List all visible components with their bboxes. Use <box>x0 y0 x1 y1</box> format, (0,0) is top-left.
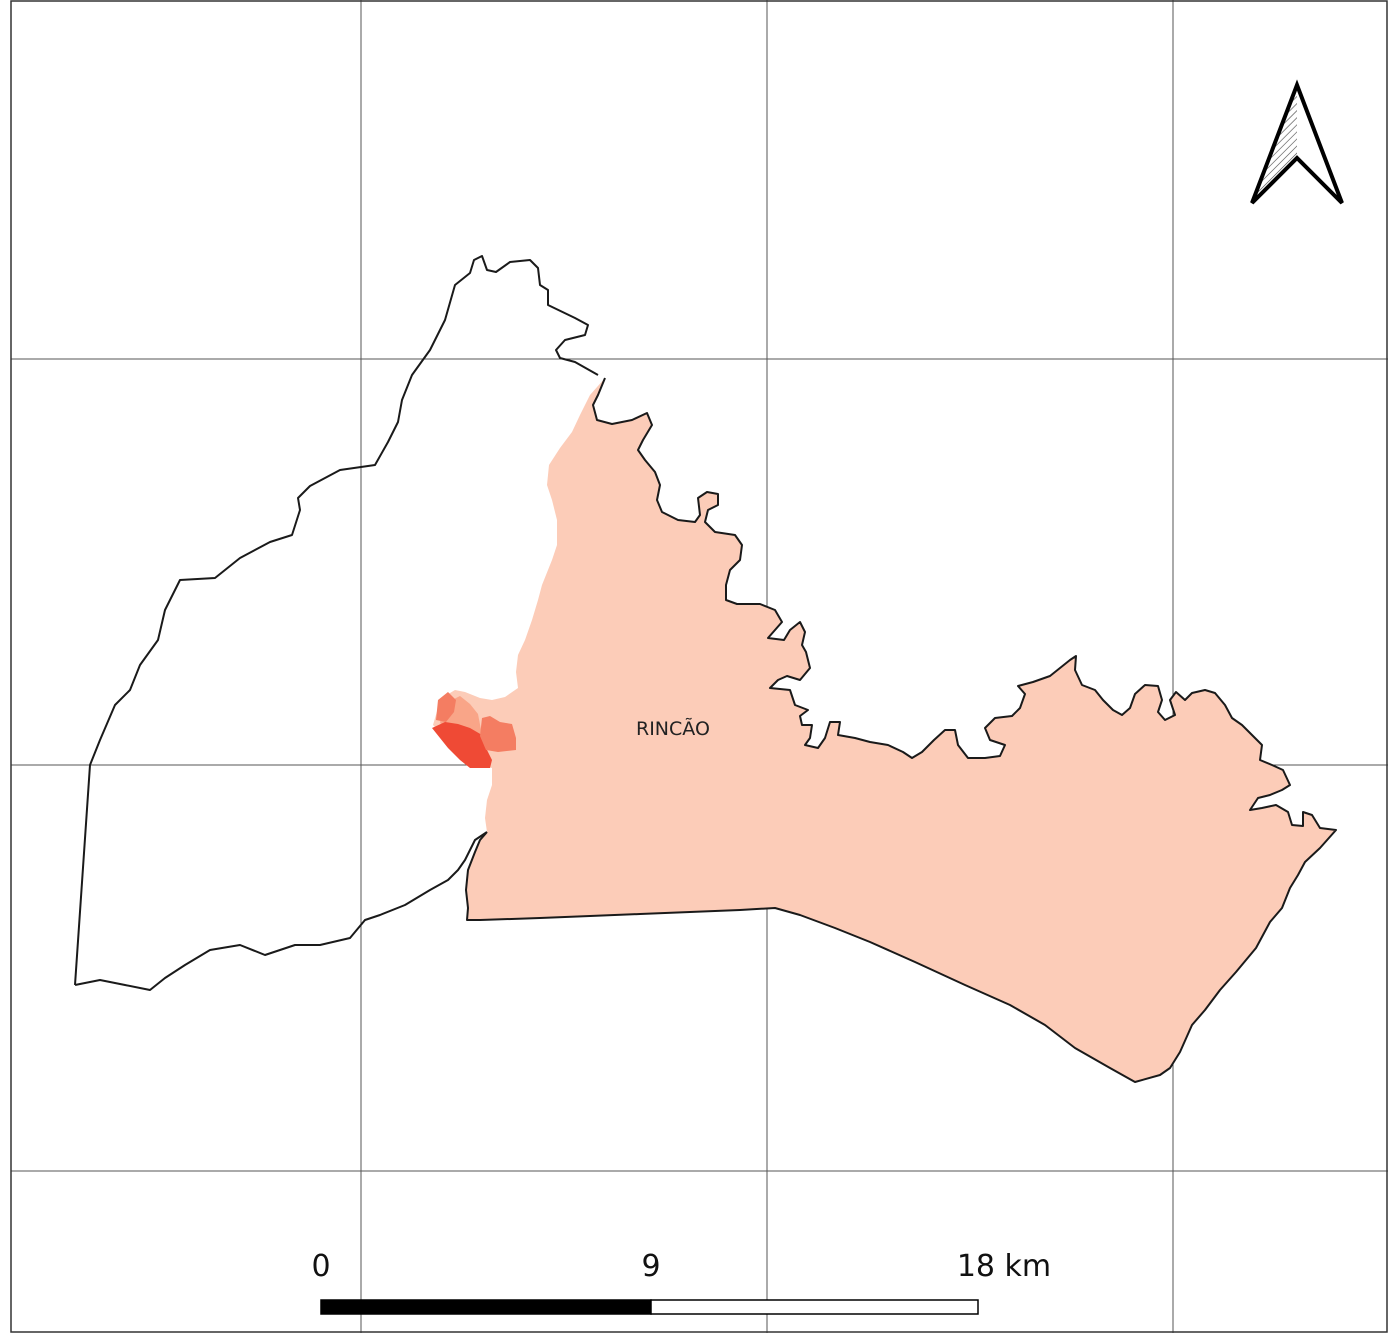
place-label-rincao: RINCÃO <box>636 717 710 740</box>
north-arrow-icon <box>1250 79 1344 205</box>
rincao-municipality <box>433 378 1336 1082</box>
scale-label-end: 18 km <box>957 1249 1051 1284</box>
neighbour-municipality-outline <box>74 255 599 991</box>
scale-bar-dark-segment <box>320 1299 652 1315</box>
urban-zone-dark <box>432 722 492 768</box>
map-border <box>10 0 1388 1333</box>
urban-zone-mid <box>436 692 516 752</box>
scale-label-mid: 9 <box>641 1249 660 1284</box>
scale-label-start: 0 <box>311 1249 330 1284</box>
scale-bar: 0 9 18 km <box>311 1249 1051 1315</box>
rincao-boundary <box>465 377 1337 1083</box>
scale-bar-light-segment <box>650 1299 979 1315</box>
